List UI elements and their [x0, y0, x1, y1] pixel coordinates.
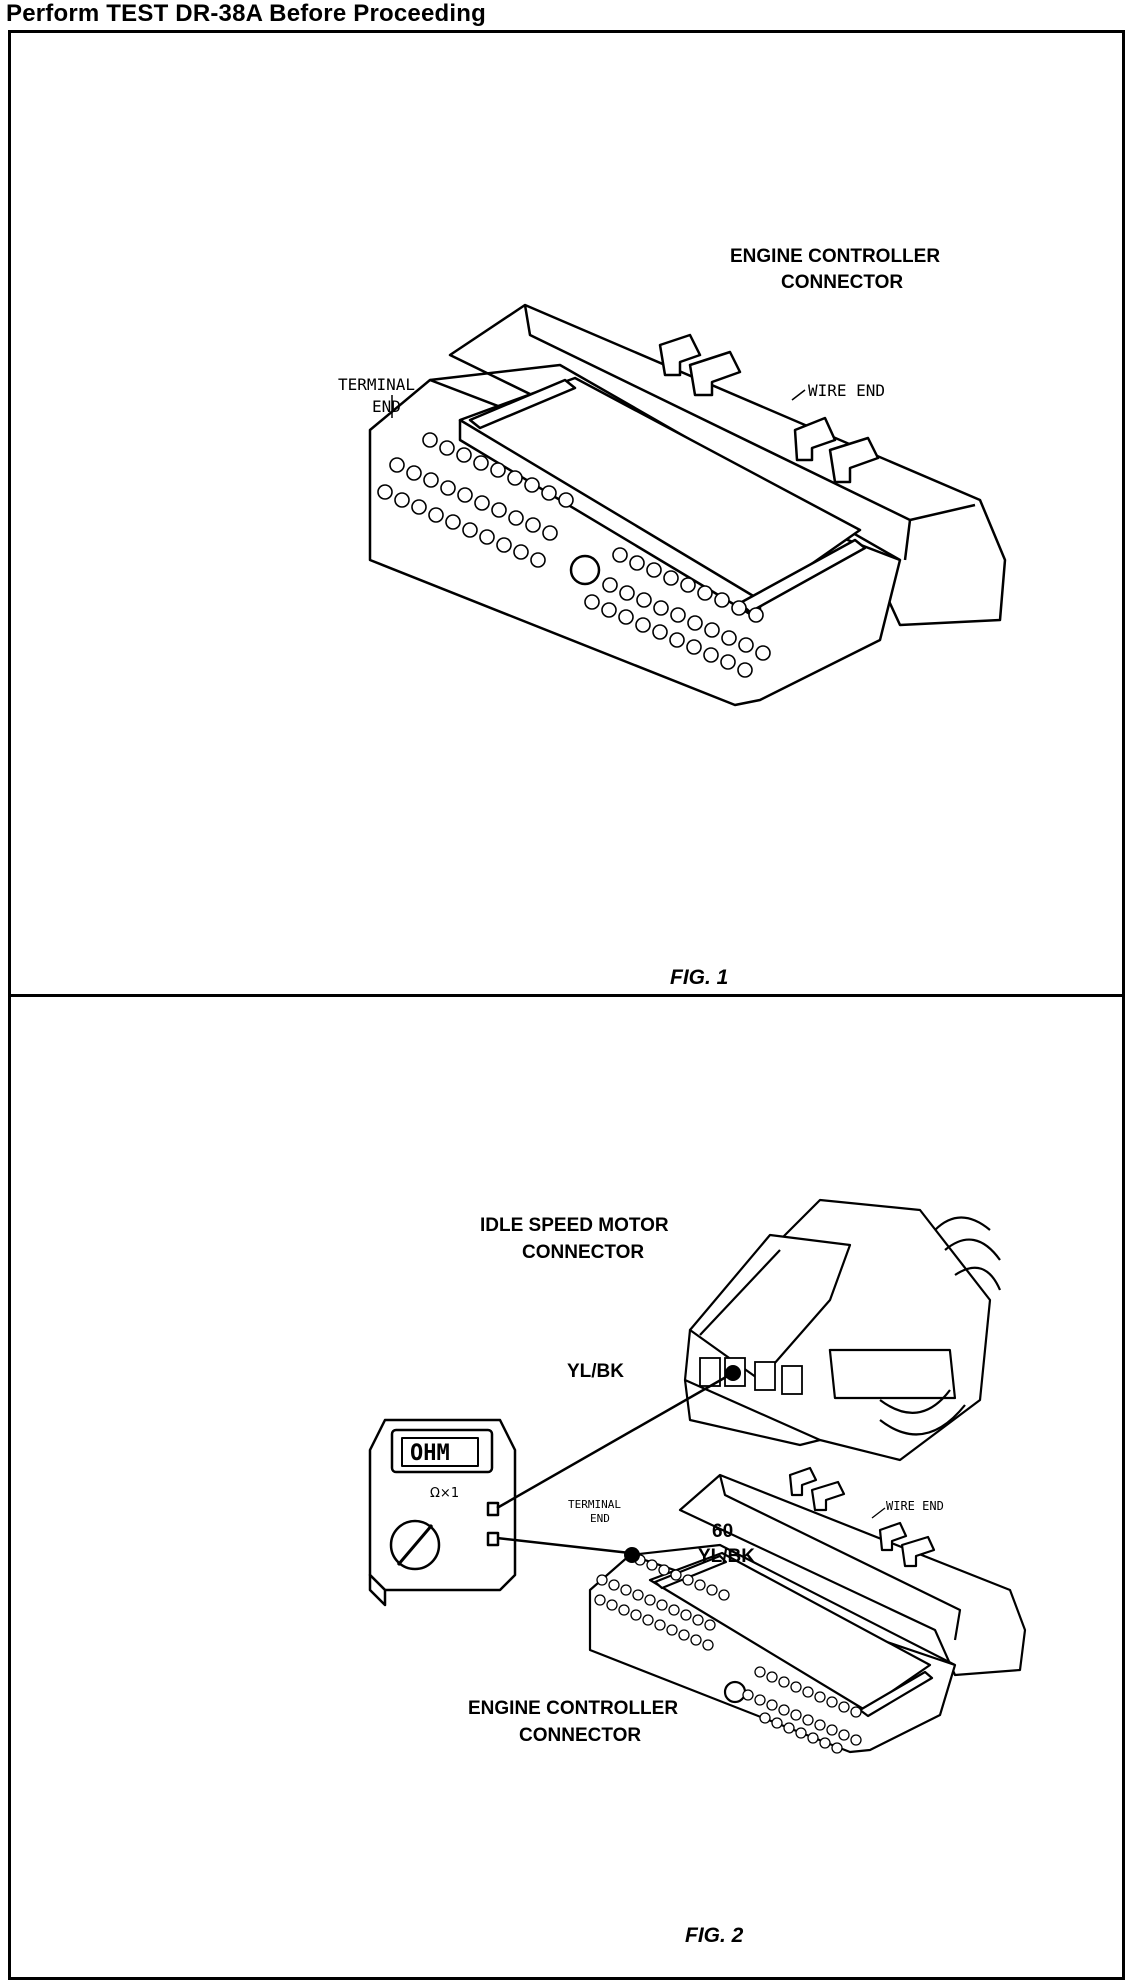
- fig2-isc-label-1: IDLE SPEED MOTOR: [480, 1215, 669, 1236]
- fig2-pin-number: 60: [712, 1521, 733, 1542]
- fig1-wire-end-label: WIRE END: [808, 381, 885, 400]
- fig1-caption: FIG. 1: [670, 966, 729, 989]
- fig2-wire-leader: [871, 1507, 886, 1519]
- fig2-test-lead-1: [496, 1371, 734, 1510]
- fig2-engine-connector-drawing: [588, 1466, 1027, 1754]
- fig1-wire-leader: [791, 389, 806, 401]
- fig2-isc-label-2: CONNECTOR: [522, 1242, 644, 1263]
- fig1-terminal-pins: [377, 432, 771, 678]
- page-title: Perform TEST DR-38A Before Proceeding: [6, 0, 486, 27]
- fig2-terminal-label-2: END: [590, 1512, 610, 1525]
- fig2-engine-label-2: CONNECTOR: [519, 1725, 641, 1746]
- fig1-connector-label-2: CONNECTOR: [781, 272, 903, 293]
- fig2-wire-end-label: WIRE END: [886, 1499, 944, 1513]
- fig2-ohmmeter: [368, 1418, 517, 1607]
- fig2-isc-terminals: [699, 1357, 803, 1395]
- fig2-test-lead-2: [496, 1536, 631, 1555]
- fig2-meter-display: OHM: [410, 1441, 450, 1466]
- figure-divider: [8, 994, 1125, 997]
- fig1-connector-label-1: ENGINE CONTROLLER: [730, 246, 940, 267]
- fig2-terminal-label-1: TERMINAL: [568, 1498, 621, 1511]
- fig2-isc-wire-label: YL/BK: [567, 1361, 624, 1382]
- fig2-pin-wire: YL/BK: [698, 1546, 755, 1567]
- fig2-caption: FIG. 2: [685, 1924, 744, 1947]
- fig1-connector-drawing: [368, 303, 1007, 707]
- fig1-terminal-label-2: END: [372, 397, 401, 416]
- fig2-engine-label-1: ENGINE CONTROLLER: [468, 1698, 678, 1719]
- fig1-terminal-label-1: TERMINAL: [338, 375, 415, 394]
- fig2-isc-connector-drawing: [683, 1198, 1002, 1462]
- fig2-meter-range: Ω×1: [430, 1486, 459, 1501]
- fig2-pin-60-probe-point: [624, 1547, 640, 1563]
- fig2-engine-terminal-pins: [594, 1554, 862, 1754]
